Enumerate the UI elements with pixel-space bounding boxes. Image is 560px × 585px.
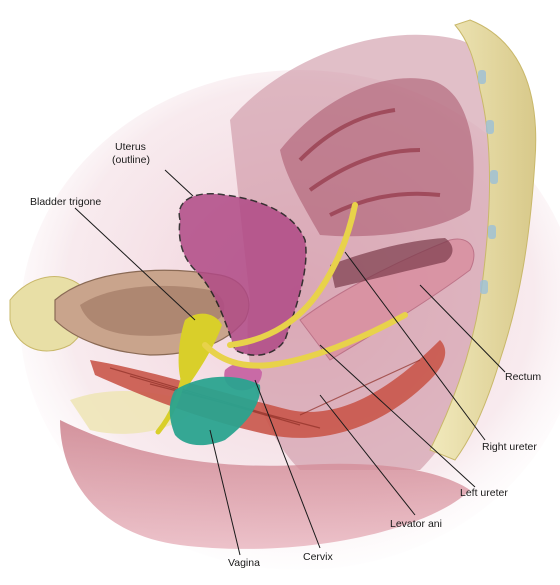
uterus-organ — [178, 193, 307, 356]
levator-ani-label: Levator ani — [390, 518, 442, 530]
uterus-label-sub: (outline) — [112, 154, 150, 166]
uterus-label: Uterus — [115, 141, 146, 153]
pelvic-floor — [60, 420, 470, 549]
bladder-trigone-region — [178, 313, 222, 390]
left-ureter-structure — [202, 312, 408, 369]
sacrum-spine — [429, 19, 537, 461]
vertebrae — [478, 70, 498, 294]
bladder-trigone-label: Bladder trigone — [30, 196, 101, 208]
leader-lines — [74, 169, 506, 556]
right-ureter-structure — [227, 202, 358, 348]
rectum-label: Rectum — [505, 371, 541, 383]
cervix-label: Cervix — [303, 551, 334, 563]
right-ureter-label: Right ureter — [482, 441, 537, 453]
levator-ani-muscle — [90, 340, 446, 438]
vagina-label: Vagina — [228, 557, 260, 569]
rectum-lumen — [330, 238, 453, 288]
vagina-organ — [169, 376, 261, 446]
left-ureter-label: Left ureter — [460, 487, 508, 499]
blood-vessels — [298, 108, 441, 217]
